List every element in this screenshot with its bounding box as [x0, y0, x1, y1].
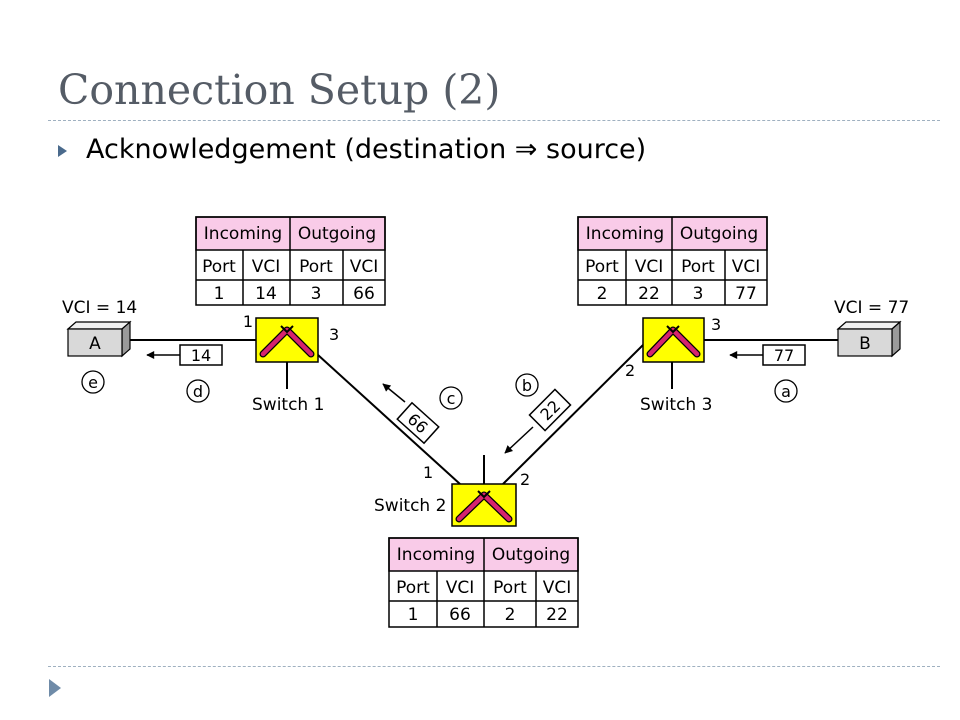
switch1-table: Incoming Outgoing Port VCI Port VCI 1 14… [195, 216, 386, 306]
switch1-out-port: 3 [311, 284, 322, 304]
network-links [123, 339, 838, 485]
switch1-in-vci-header: VCI [252, 257, 281, 277]
switch-3: 2 3 Switch 3 [625, 315, 721, 415]
switch2-in-vci-header: VCI [446, 578, 475, 598]
packet-c: 66 [382, 383, 440, 445]
packet-c-arrow-icon [382, 383, 406, 403]
switch2-out-port-header: Port [493, 578, 527, 598]
packet-b-box [528, 388, 572, 432]
step-c: c [439, 386, 463, 410]
switch1-incoming-header: Incoming [204, 224, 282, 244]
bullet-text-prefix: Acknowledgement (destination [86, 134, 515, 165]
link-switch2-switch3 [502, 344, 644, 485]
host-b-label: B [859, 334, 871, 354]
host-a-label: A [89, 334, 101, 354]
step-b-label: b [522, 376, 532, 395]
host-a-vci-label: VCI = 14 [62, 298, 137, 318]
slide-title: Connection Setup (2) [58, 66, 501, 114]
switch1-out-vci: 66 [353, 284, 375, 304]
host-b-vci-label: VCI = 77 [834, 298, 909, 318]
packet-d: 14 [146, 344, 223, 366]
packet-a-vci: 77 [774, 346, 794, 365]
step-b: b [515, 373, 539, 397]
packet-a: 77 [729, 344, 806, 366]
switch3-in-port: 2 [597, 284, 608, 304]
packet-b-arrow-icon [504, 426, 534, 454]
link-switch1-switch2 [317, 354, 461, 485]
switch1-port-in: 1 [243, 312, 253, 331]
implies-arrow-glyph: ⇒ [514, 134, 538, 165]
step-c-label: c [447, 389, 456, 408]
switch-fabric-icon [456, 492, 512, 522]
step-a: a [774, 379, 798, 403]
switch-fabric-icon [260, 327, 314, 357]
switch2-port-in: 1 [423, 463, 433, 482]
switch3-name: Switch 3 [640, 395, 712, 415]
switch2-name: Switch 2 [374, 496, 446, 516]
step-d-label: d [193, 382, 203, 401]
switch3-in-vci: 22 [638, 284, 660, 304]
switch1-out-port-header: Port [299, 257, 333, 277]
host-a-box [67, 328, 123, 357]
switch-fabric-icon [647, 327, 700, 357]
host-b-box [837, 328, 893, 357]
triangle-bullet-icon [58, 145, 67, 157]
host-b: B VCI = 77 [834, 298, 909, 358]
packet-d-vci: 14 [191, 346, 211, 365]
switch2-outgoing-header: Outgoing [492, 545, 570, 565]
switch3-out-port: 3 [693, 284, 704, 304]
footer-divider [48, 666, 940, 667]
title-divider [48, 120, 940, 121]
packet-c-box [396, 401, 440, 445]
switch2-in-vci: 66 [449, 605, 471, 625]
step-e-label: e [88, 373, 98, 392]
switch2-table: Incoming Outgoing Port VCI Port VCI 1 66… [388, 537, 579, 628]
step-a-label: a [781, 382, 791, 401]
switch3-outgoing-header: Outgoing [680, 224, 758, 244]
switch1-out-vci-header: VCI [350, 257, 379, 277]
switch3-out-vci: 77 [735, 284, 757, 304]
switch-1: 1 3 Switch 1 [243, 312, 339, 415]
switch3-in-vci-header: VCI [635, 257, 664, 277]
switch3-port-out: 3 [711, 315, 721, 334]
switch1-port-out: 3 [329, 325, 339, 344]
switch3-out-vci-header: VCI [732, 257, 761, 277]
switch2-out-port: 2 [505, 605, 516, 625]
switch-2: 1 2 Switch 2 [374, 463, 530, 527]
switch3-table: Incoming Outgoing Port VCI Port VCI 2 22… [577, 216, 768, 306]
switch3-incoming-header: Incoming [586, 224, 664, 244]
switch1-name: Switch 1 [252, 395, 324, 415]
switch1-in-port: 1 [214, 284, 225, 304]
host-a: A VCI = 14 [62, 298, 137, 358]
bullet-point: Acknowledgement (destination ⇒ source) [58, 134, 646, 165]
switch2-in-port-header: Port [396, 578, 430, 598]
packet-b: 22 [504, 388, 572, 454]
switch1-outgoing-header: Outgoing [298, 224, 376, 244]
switch3-in-port-header: Port [585, 257, 619, 277]
switch1-in-port-header: Port [202, 257, 236, 277]
switch2-port-out: 2 [520, 470, 530, 489]
step-d: d [186, 379, 210, 403]
switch2-out-vci: 22 [546, 605, 568, 625]
bullet-text: Acknowledgement (destination ⇒ source) [86, 134, 646, 165]
step-e: e [81, 370, 105, 394]
switch3-out-port-header: Port [681, 257, 715, 277]
bullet-text-suffix: source) [537, 134, 647, 165]
footer-triangle-icon [49, 679, 61, 697]
switch1-in-vci: 14 [255, 284, 277, 304]
switch2-out-vci-header: VCI [543, 578, 572, 598]
switch2-incoming-header: Incoming [397, 545, 475, 565]
switch3-port-in: 2 [625, 361, 635, 380]
switch2-in-port: 1 [408, 605, 419, 625]
